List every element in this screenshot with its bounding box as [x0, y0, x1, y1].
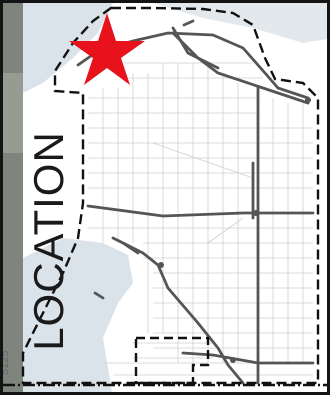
map-code: 5125 [0, 350, 11, 375]
water-northeast [153, 3, 327, 43]
study-area-boundary [21, 6, 320, 385]
minor-streets [88, 62, 313, 376]
location-label: LOCATION [25, 131, 72, 351]
map-canvas [3, 3, 327, 392]
water-bay [23, 238, 133, 392]
location-star-icon[interactable] [69, 13, 145, 85]
major-roads [76, 19, 315, 385]
inset-boundary [134, 336, 210, 385]
water-north [23, 3, 113, 93]
aerial-imagery [3, 3, 23, 392]
